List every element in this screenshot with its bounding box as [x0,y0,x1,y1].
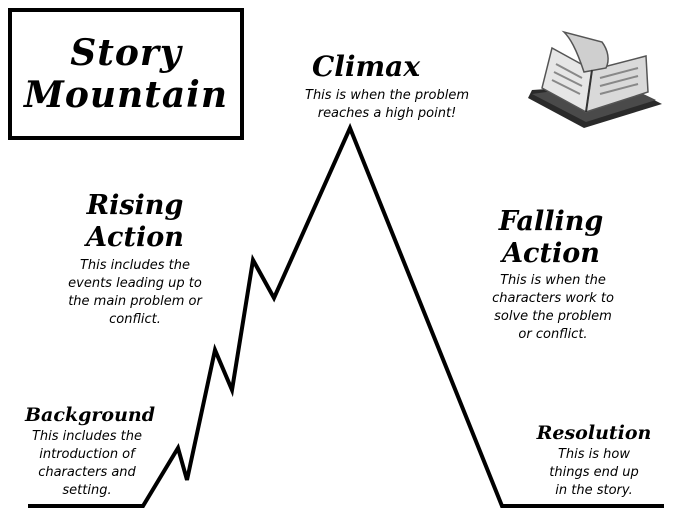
falling-action-description: This is when the characters work to solv… [458,272,648,344]
rising-action-desc-line: This includes the [79,258,191,273]
falling-action-desc-line: or conflict. [518,327,588,342]
background-desc-line: setting. [62,483,112,498]
falling-action-heading: Falling Action [476,206,626,270]
title-line-2: Mountain [23,74,228,116]
resolution-desc-line: things end up [549,465,639,480]
resolution-description: This is how things end up in the story. [526,446,662,500]
falling-action-heading-line: Falling [498,206,604,237]
climax-desc-line: This is when the problem [305,88,469,103]
resolution-desc-line: This is how [557,447,631,462]
mountain-outline [28,122,664,508]
resolution-heading: Resolution [536,422,652,444]
rising-action-heading-line: Action [86,222,184,253]
rising-action-description: This includes the events leading up to t… [40,257,230,329]
falling-action-heading-line: Action [502,238,600,269]
background-desc-line: introduction of [39,447,135,462]
climax-description: This is when the problem reaches a high … [282,87,492,123]
rising-action-heading: Rising Action [60,190,210,254]
background-description: This includes the introduction of charac… [14,428,160,500]
background-desc-line: This includes the [31,429,143,444]
background-heading: Background [25,404,155,426]
rising-action-desc-line: conflict. [109,312,161,327]
falling-action-desc-line: characters work to [492,291,614,306]
title-line-1: Story [70,32,182,74]
resolution-desc-line: in the story. [555,483,633,498]
climax-heading: Climax [311,50,421,83]
rising-action-desc-line: events leading up to [68,276,202,291]
rising-action-desc-line: the main problem or [68,294,202,309]
falling-action-desc-line: solve the problem [494,309,612,324]
climax-desc-line: reaches a high point! [317,106,457,121]
title-box: Story Mountain [8,8,244,140]
background-desc-line: characters and [38,465,136,480]
falling-action-desc-line: This is when the [500,273,606,288]
rising-action-heading-line: Rising [86,190,184,221]
open-book-icon [528,30,662,128]
